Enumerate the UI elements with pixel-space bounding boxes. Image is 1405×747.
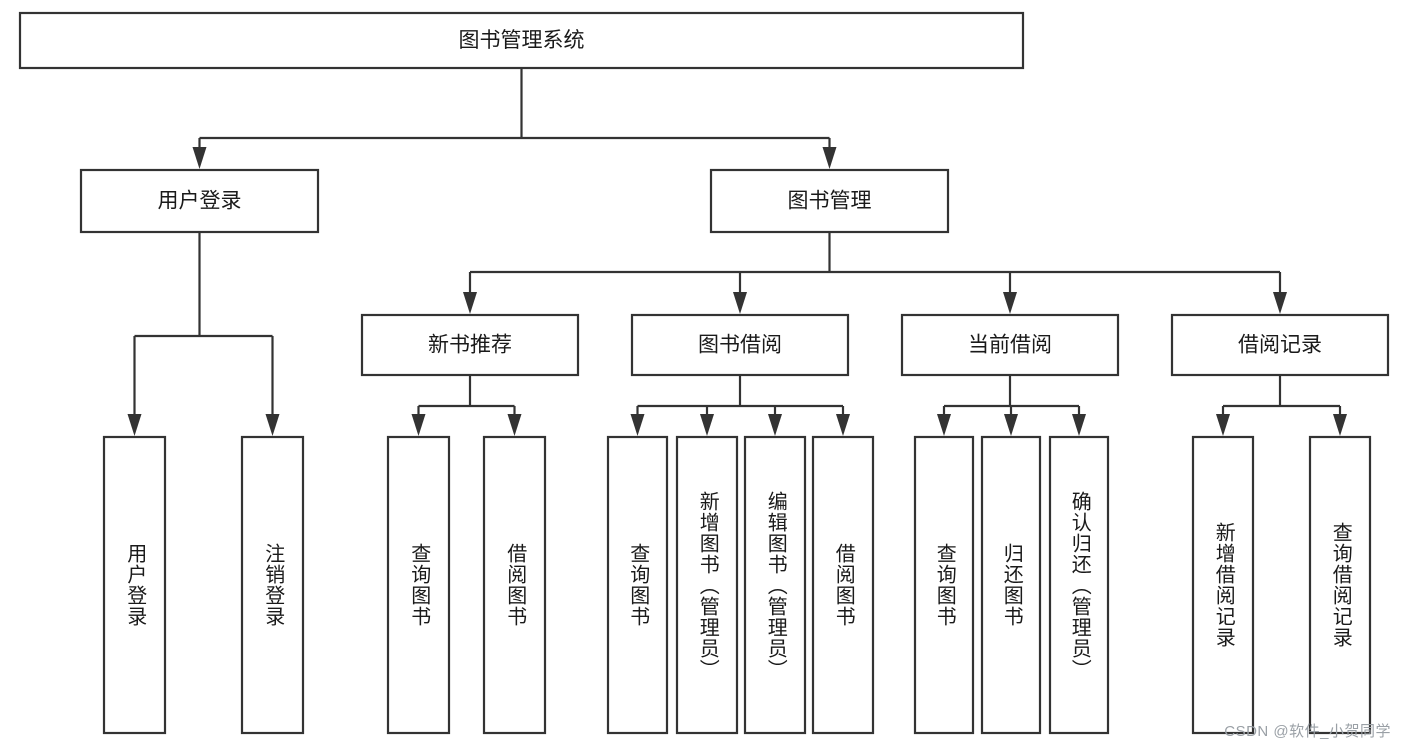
node-leaf-borrow-book-new[interactable] (482, 435, 547, 735)
arrow-icon-leaf-edit-book (768, 414, 782, 436)
node-borrow-record[interactable] (1170, 313, 1390, 377)
boxes-layer (18, 11, 1390, 735)
node-book-borrow[interactable] (630, 313, 850, 377)
node-leaf-query-record[interactable] (1308, 435, 1372, 735)
node-root[interactable] (18, 11, 1025, 70)
node-book-manage[interactable] (709, 168, 950, 234)
arrow-icon-borrow-record (1273, 292, 1287, 314)
arrow-icon-leaf-query-book-c (937, 414, 951, 436)
node-book-manage-label: 图书管理 (788, 190, 872, 213)
arrow-icon-new-book-recommend (463, 292, 477, 314)
node-borrow-record-label: 借阅记录 (1238, 334, 1322, 357)
arrow-icon-leaf-query-book-new (411, 414, 426, 436)
node-new-book-recommend-label: 新书推荐 (428, 334, 512, 357)
arrow-icon-leaf-borrow-book-b (836, 414, 850, 436)
node-leaf-borrow-book-b[interactable] (811, 435, 875, 735)
node-new-book-recommend[interactable] (360, 313, 580, 377)
node-user-login[interactable] (79, 168, 320, 234)
arrow-icon-leaf-user-login (127, 414, 142, 436)
arrow-icon-leaf-confirm-return (1072, 414, 1086, 436)
node-current-borrow[interactable] (900, 313, 1120, 377)
arrow-icon-leaf-add-record (1216, 414, 1230, 436)
node-leaf-add-record[interactable] (1191, 435, 1255, 735)
arrow-icon-leaf-query-record (1333, 414, 1347, 436)
node-leaf-query-book-c[interactable] (913, 435, 975, 735)
edges-layer (127, 68, 1347, 436)
node-current-borrow-label: 当前借阅 (968, 334, 1052, 357)
arrow-icon-book-borrow (733, 292, 747, 314)
arrow-icon-book-manage (822, 147, 837, 169)
arrow-icon-user-login (192, 147, 207, 169)
arrow-icon-current-borrow (1003, 292, 1017, 314)
node-leaf-query-book-b[interactable] (606, 435, 669, 735)
node-leaf-add-book[interactable] (675, 435, 739, 735)
node-leaf-logout[interactable] (240, 435, 305, 735)
arrow-icon-leaf-borrow-book-new (507, 414, 522, 436)
node-leaf-confirm-return[interactable] (1048, 435, 1110, 735)
arrow-icon-leaf-add-book (700, 414, 714, 436)
node-book-borrow-label: 图书借阅 (698, 334, 782, 357)
watermark: CSDN @软件_小贺同学 (1224, 723, 1391, 740)
node-root-label: 图书管理系统 (459, 29, 585, 52)
node-leaf-user-login[interactable] (102, 435, 167, 735)
node-leaf-query-book-new[interactable] (386, 435, 451, 735)
node-leaf-return-book[interactable] (980, 435, 1042, 735)
arrow-icon-leaf-logout (265, 414, 280, 436)
node-leaf-edit-book[interactable] (743, 435, 807, 735)
arrow-icon-leaf-query-book-b (630, 414, 645, 436)
arrow-icon-leaf-return-book (1004, 414, 1018, 436)
node-user-login-label: 用户登录 (158, 190, 242, 213)
